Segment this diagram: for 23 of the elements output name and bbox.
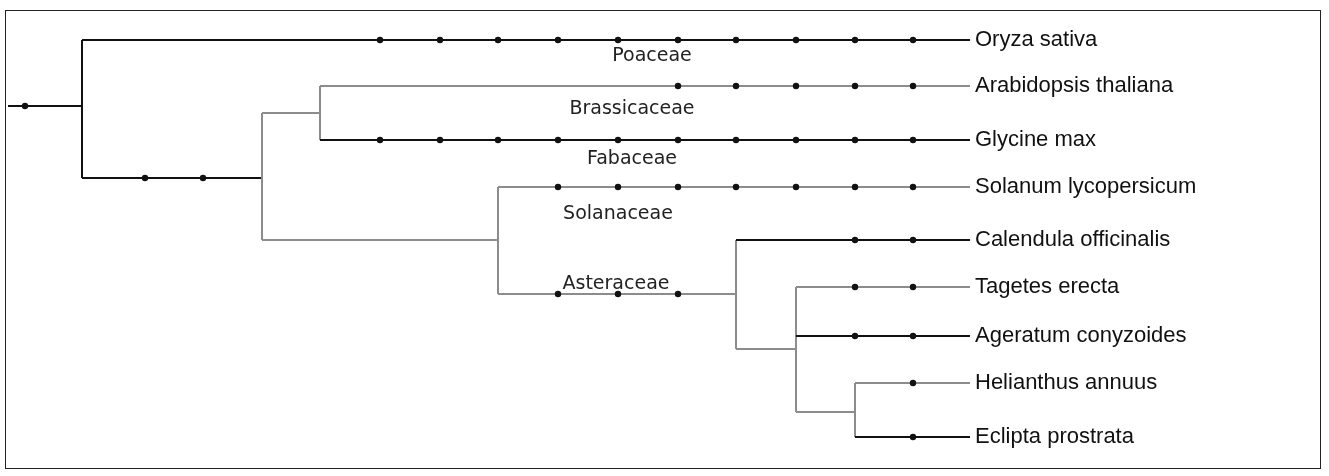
species-name: Ageratum conyzoides: [975, 322, 1187, 348]
species-name: Arabidopsis thaliana: [975, 72, 1174, 98]
branch-line: [319, 139, 971, 141]
branch-line: [319, 85, 971, 87]
family-label: Poaceae: [612, 42, 692, 66]
species-name: Calendula officinalis: [975, 226, 1171, 252]
species-name: Solanum lycopersicum: [975, 173, 1197, 199]
branch-line: [735, 239, 971, 241]
branch-line: [854, 382, 971, 384]
branch-line: [854, 436, 971, 438]
species-name: Oryza sativa: [975, 26, 1098, 52]
species-name: Eclipta prostrata: [975, 423, 1134, 449]
species-name: Tagetes erecta: [975, 273, 1120, 299]
branch-line: [497, 186, 971, 188]
species-name: Glycine max: [975, 126, 1097, 152]
family-label: Brassicaceae: [569, 95, 695, 119]
family-label: Solanaceae: [563, 200, 673, 224]
branch-line: [795, 286, 971, 288]
family-label: Asteraceae: [562, 270, 670, 294]
family-label: Fabaceae: [587, 145, 677, 169]
branch-line: [795, 335, 971, 337]
species-name: Helianthus annuus: [975, 369, 1158, 395]
branch-line: [81, 39, 971, 41]
